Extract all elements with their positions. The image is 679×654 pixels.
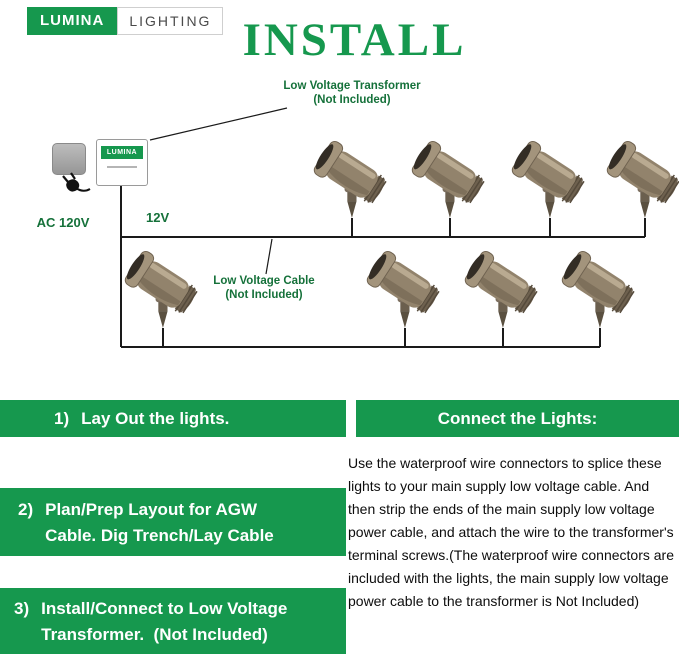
step-1-number: 1) bbox=[54, 408, 70, 428]
transformer-label-pointer bbox=[149, 107, 288, 141]
step-2-line1: Plan/Prep Layout for AGW bbox=[45, 500, 258, 519]
spotlight-8 bbox=[557, 247, 640, 329]
bottom-stub-wires bbox=[162, 328, 601, 347]
output-voltage-label: 12V bbox=[146, 210, 170, 225]
spotlight-4 bbox=[602, 137, 679, 219]
spotlight-7 bbox=[460, 247, 543, 329]
transformer-box: LUMINA bbox=[96, 139, 148, 186]
step-2-text: Plan/Prep Layout for AGW Cable. Dig Tren… bbox=[45, 497, 274, 549]
plug-cord bbox=[75, 187, 91, 192]
step-2-number: 2) bbox=[18, 500, 34, 519]
page-title: INSTALL bbox=[242, 14, 467, 66]
step-1-banner: 1) Lay Out the lights. bbox=[0, 400, 346, 437]
step-2-line2: Cable. Dig Trench/Lay Cable bbox=[45, 526, 274, 545]
ac-voltage-label: AC 120V bbox=[36, 215, 90, 230]
cable-label-pointer bbox=[265, 238, 273, 275]
plug-prongs bbox=[62, 172, 76, 183]
transformer-label-line2: (Not Included) bbox=[313, 94, 391, 106]
wiring-diagram bbox=[120, 107, 679, 348]
transformer-label: Low Voltage Transformer (Not Included) bbox=[242, 79, 462, 107]
cable-label-line1: Low Voltage Cable bbox=[213, 275, 315, 287]
cable-label-line2: (Not Included) bbox=[225, 289, 303, 301]
step-3-line2: Transformer. (Not Included) bbox=[41, 625, 268, 644]
label-pointer-lines bbox=[149, 107, 288, 275]
cable-label: Low Voltage Cable (Not Included) bbox=[203, 274, 325, 302]
step-2-banner: 2) Plan/Prep Layout for AGW Cable. Dig T… bbox=[0, 488, 346, 556]
power-plug-icon bbox=[62, 172, 91, 192]
ac-outlet-icon bbox=[52, 143, 86, 175]
step-1-text: Lay Out the lights. bbox=[81, 408, 230, 428]
spotlight-5 bbox=[120, 247, 203, 329]
low-voltage-cable-wires bbox=[120, 186, 646, 348]
step-3-text: Install/Connect to Low Voltage Transform… bbox=[41, 596, 287, 648]
top-stub-wires bbox=[351, 218, 646, 237]
connect-heading: Connect the Lights: bbox=[437, 408, 598, 428]
transformer-brand-plate: LUMINA bbox=[101, 146, 143, 159]
connect-heading-banner: Connect the Lights: bbox=[356, 400, 679, 437]
spotlight-6 bbox=[362, 247, 445, 329]
spotlight-2 bbox=[407, 137, 490, 219]
brand-name: LUMINA bbox=[27, 7, 118, 35]
connect-instructions-text: Use the waterproof wire connectors to sp… bbox=[348, 455, 675, 609]
transformer-label-line1: Low Voltage Transformer bbox=[283, 80, 421, 92]
step-3-line1: Install/Connect to Low Voltage bbox=[41, 599, 288, 618]
spotlight-1 bbox=[309, 137, 392, 219]
transformer-detail-line bbox=[107, 166, 137, 168]
step-3-banner: 3) Install/Connect to Low Voltage Transf… bbox=[0, 588, 346, 654]
brand-logo: LUMINA LIGHTING bbox=[27, 7, 224, 35]
spotlight-3 bbox=[507, 137, 590, 219]
brand-tagline: LIGHTING bbox=[117, 7, 224, 35]
step-3-number: 3) bbox=[14, 599, 30, 618]
